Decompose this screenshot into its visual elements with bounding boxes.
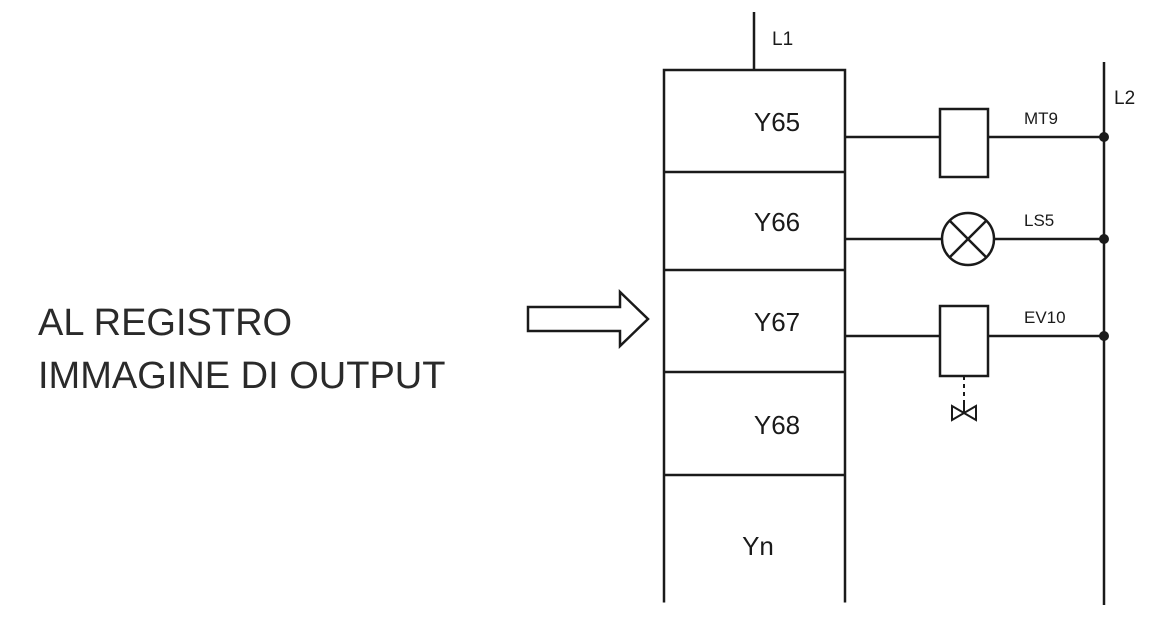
rail-label-l1: L1 [772,29,793,50]
slot-label-y65: Y65 [754,107,800,137]
device-label-mt9: MT9 [1024,109,1058,128]
slot-label-y67: Y67 [754,307,800,337]
caption-line-1: AL REGISTRO [38,302,292,344]
junction-dot [1099,132,1109,142]
valve-icon [951,404,977,422]
output-row-y67: EV10 [845,304,1109,422]
junction-dot [1099,234,1109,244]
output-row-y65: MT9 [845,107,1109,179]
output-row-y66: LS5 [845,211,1109,267]
input-arrow-icon [526,289,650,349]
device-label-ev10: EV10 [1024,308,1066,327]
slot-label-y68: Y68 [754,410,800,440]
relay-coil-icon [938,107,990,179]
slot-label-yn: Yn [742,531,774,561]
solenoid-coil-icon [938,304,990,378]
slot-label-y66: Y66 [754,207,800,237]
junction-dot [1099,331,1109,341]
output-register [662,68,847,607]
rail-label-l2: L2 [1114,88,1135,109]
caption-line-2: IMMAGINE DI OUTPUT [38,355,445,397]
lamp-icon [940,211,996,267]
device-label-ls5: LS5 [1024,211,1054,230]
